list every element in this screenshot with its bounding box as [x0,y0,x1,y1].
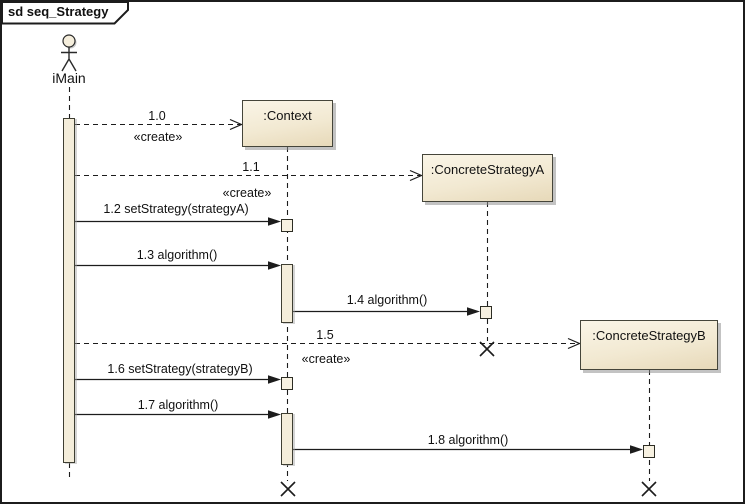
object-concrete-strategy-b-label: :ConcreteStrategyB [592,328,706,343]
activation-context-1[interactable] [281,264,293,323]
activation-imain[interactable] [63,118,75,463]
message-arrow-1-1-create[interactable] [75,169,424,182]
actor-body [61,47,77,72]
frame-tab-shape [1,1,129,25]
actor-name-label: iMain [52,70,86,86]
message-1-6-label: 1.6 setStrategy(strategyB) [107,362,253,376]
frame-title: sd seq_Strategy [8,4,109,19]
message-arrow-1-0-create[interactable] [75,118,244,131]
object-context-label: :Context [263,108,312,123]
message-1-4-label: 1.4 algorithm() [346,293,428,307]
message-1-1-label: 1.1 [242,160,260,174]
object-concrete-strategy-a[interactable]: :ConcreteStrategyA [422,154,553,202]
destruction-x-concrete-strategy-b [641,481,657,497]
message-1-5-label: 1.5 [316,328,334,342]
message-1-3-label: 1.3 algorithm() [136,248,218,262]
actor-figure[interactable] [61,34,77,72]
message-arrow-1-6-setstrategy-b[interactable] [75,375,281,384]
execution-square-1-2[interactable] [281,219,293,232]
message-1-1-stereotype: «create» [222,186,272,200]
message-arrow-1-7-algorithm[interactable] [75,410,281,419]
destruction-x-concrete-strategy-a [479,341,495,357]
message-1-0-stereotype: «create» [133,130,183,144]
message-1-7-label: 1.7 algorithm() [137,398,219,412]
object-concrete-strategy-b[interactable]: :ConcreteStrategyB [580,320,718,370]
message-1-0-label: 1.0 [148,109,166,123]
execution-square-1-8[interactable] [643,445,655,458]
destruction-x-context [280,481,296,497]
message-arrow-1-2-setstrategy-a[interactable] [75,217,281,226]
message-arrow-1-8-algorithm[interactable] [293,445,643,454]
execution-square-1-4[interactable] [480,306,492,319]
message-arrow-1-4-algorithm[interactable] [293,307,480,316]
activation-context-2[interactable] [281,413,293,465]
message-1-5-stereotype: «create» [301,352,351,366]
message-arrow-1-3-algorithm[interactable] [75,261,281,270]
message-1-8-label: 1.8 algorithm() [427,433,509,447]
message-1-2-label: 1.2 setStrategy(strategyA) [103,202,249,216]
object-context[interactable]: :Context [242,100,333,147]
message-arrow-1-5-create[interactable] [75,337,582,350]
execution-square-1-6[interactable] [281,377,293,390]
object-concrete-strategy-a-label: :ConcreteStrategyA [430,162,545,177]
